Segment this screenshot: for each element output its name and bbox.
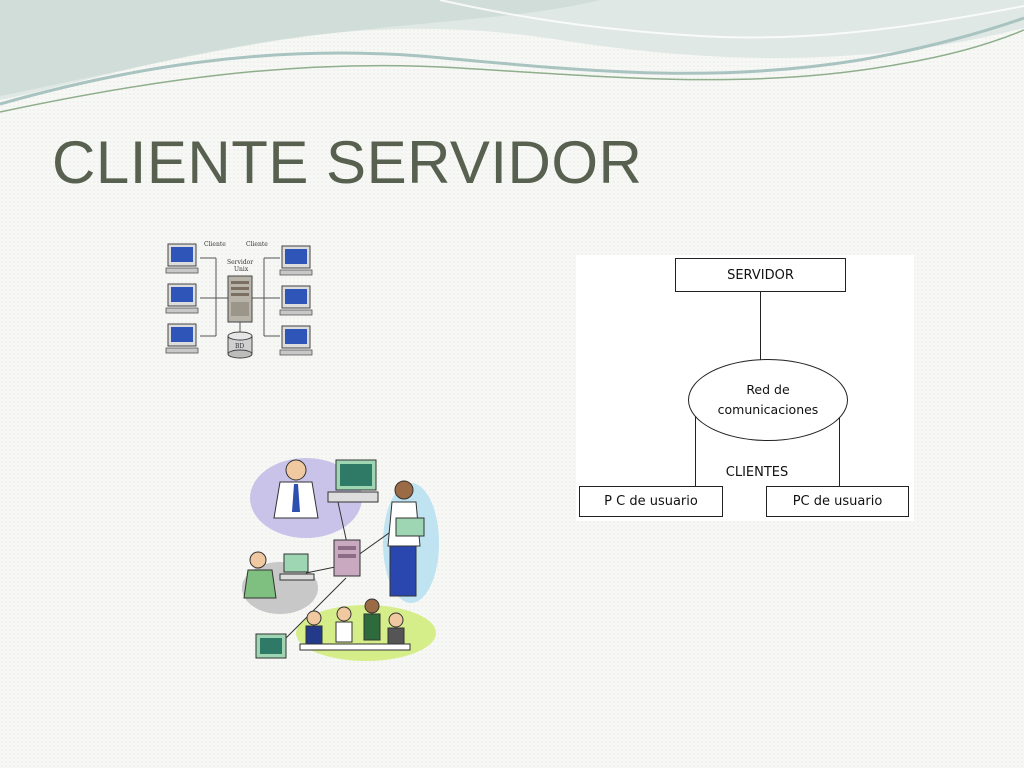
client-2-label: PC de usuario — [792, 494, 883, 509]
network-wiring — [200, 257, 280, 337]
network-client-2-link — [839, 415, 840, 486]
server-node: SERVIDOR — [675, 258, 846, 292]
clipart-label-client: Cliente — [246, 241, 268, 248]
clipart-label-client: Cliente — [204, 241, 226, 248]
clipart-label-db: BD — [235, 343, 244, 350]
client-computer-icon — [279, 285, 313, 316]
client-computer-icon — [279, 245, 313, 276]
header-wave-decoration — [0, 0, 1024, 113]
corner-monitor-icon — [255, 633, 287, 659]
network-label-line2: comunicaciones — [717, 402, 819, 417]
client-computer-icon — [279, 325, 313, 356]
person-at-desk-icon — [273, 459, 319, 519]
standing-person-laptop-icon — [387, 480, 425, 597]
network-client-1-link — [695, 415, 696, 486]
clipart-label-server: Servidor — [227, 259, 253, 266]
database-cylinder-icon — [227, 331, 253, 359]
server-computer-icon — [333, 539, 361, 577]
network-topology-clipart: Cliente Cliente Servidor Unix BD — [165, 241, 313, 359]
server-label: SERVIDOR — [727, 267, 794, 283]
seated-woman-icon — [243, 551, 315, 599]
client-computer-icon — [165, 323, 199, 354]
clients-heading: CLIENTES — [725, 465, 789, 480]
network-label-line1: Red de — [746, 382, 790, 397]
client-server-diagram: SERVIDOR Red de comunicaciones CLIENTES … — [576, 255, 914, 521]
client-computer-icon — [165, 283, 199, 314]
slide-title: CLIENTE SERVIDOR — [52, 129, 643, 196]
people-network-clipart — [242, 458, 439, 661]
meeting-group-icon — [299, 598, 411, 651]
server-network-link — [760, 292, 761, 360]
client-node-1: P C de usuario — [579, 486, 723, 517]
client-node-2: PC de usuario — [766, 486, 909, 517]
client-computer-icon — [165, 243, 199, 274]
clipart-label-server-os: Unix — [234, 266, 249, 273]
server-tower-icon — [227, 275, 253, 323]
desktop-monitor-icon — [327, 459, 379, 503]
client-1-label: P C de usuario — [604, 494, 698, 509]
network-node: Red de comunicaciones — [688, 359, 848, 441]
